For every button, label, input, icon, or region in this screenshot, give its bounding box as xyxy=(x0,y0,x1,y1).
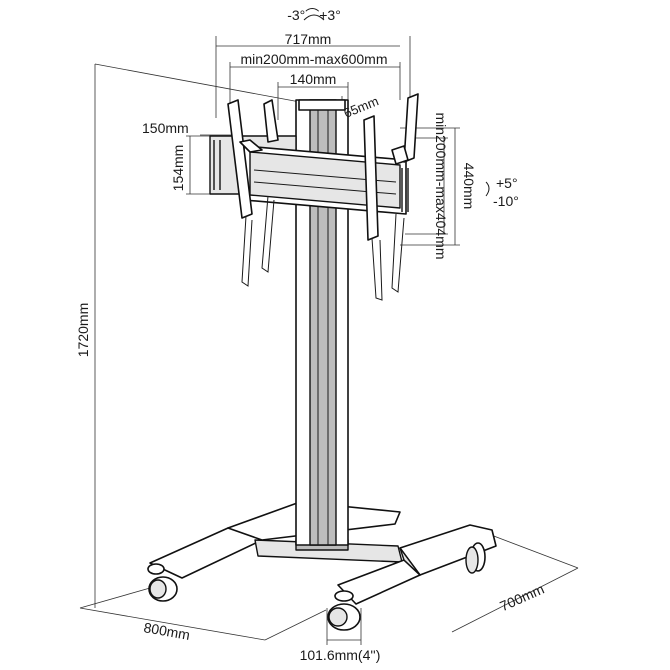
label-caster-size: 101.6mm(4'') xyxy=(300,647,381,663)
label-tilt-range: -3°⌒+3° xyxy=(287,7,341,23)
label-tilt-forward: +5° xyxy=(496,175,518,191)
caster-back-right xyxy=(465,542,486,574)
label-overall-width: 717mm xyxy=(285,31,332,47)
caster-front xyxy=(327,590,361,631)
label-base-depth: 700mm xyxy=(497,581,546,615)
label-mount-height: 440mm xyxy=(461,163,477,210)
caster-front-left xyxy=(147,563,178,602)
label-vesa-horizontal: min200mm-max600mm xyxy=(240,51,387,67)
label-tilt-back: -10° xyxy=(493,193,519,209)
label-total-height: 1720mm xyxy=(75,303,91,357)
right-vesa-arm xyxy=(363,93,419,301)
left-vesa-arm xyxy=(227,99,279,287)
label-column-width: 140mm xyxy=(290,71,337,87)
mount-bracket xyxy=(209,93,419,301)
label-bracket-height: 154mm xyxy=(170,145,186,192)
label-base-width: 800mm xyxy=(142,619,191,643)
tilt-indicators xyxy=(303,14,490,197)
label-bracket-depth: 150mm xyxy=(142,120,189,136)
label-vesa-vertical: min200mm-max404mm xyxy=(433,112,449,259)
